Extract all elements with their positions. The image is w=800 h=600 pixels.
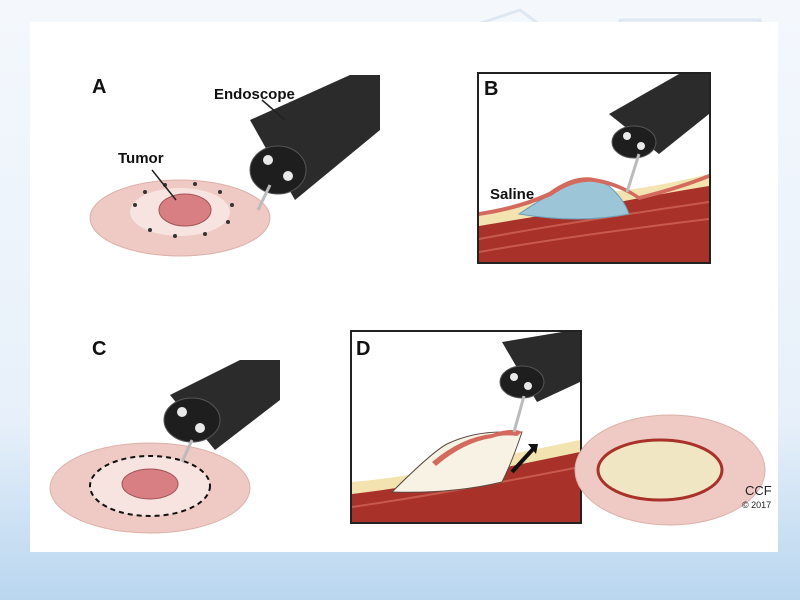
panel-b-endoscope — [609, 74, 709, 193]
direction-arrow-icon — [510, 446, 536, 474]
lifted-mucosa-flap — [432, 429, 522, 466]
saline-label: Saline — [490, 186, 535, 203]
credit-mark: CCF — [745, 483, 772, 498]
panel-d-endoscope — [499, 332, 580, 433]
panel-a-letter: A — [92, 76, 107, 98]
panel-d-letter: D — [356, 338, 371, 360]
copyright-text: © 2017 — [742, 500, 772, 510]
endoscope-label: Endoscope — [214, 86, 295, 103]
resection-cavity — [390, 431, 523, 493]
panel-b-letter: B — [484, 78, 499, 100]
panel-d-cross-section — [352, 332, 580, 522]
panel-d-box — [350, 330, 582, 524]
panel-b-box — [477, 72, 711, 264]
tumor-label: Tumor — [118, 150, 164, 167]
panel-b-cross-section — [479, 74, 709, 262]
panel-c-letter: C — [92, 338, 107, 360]
